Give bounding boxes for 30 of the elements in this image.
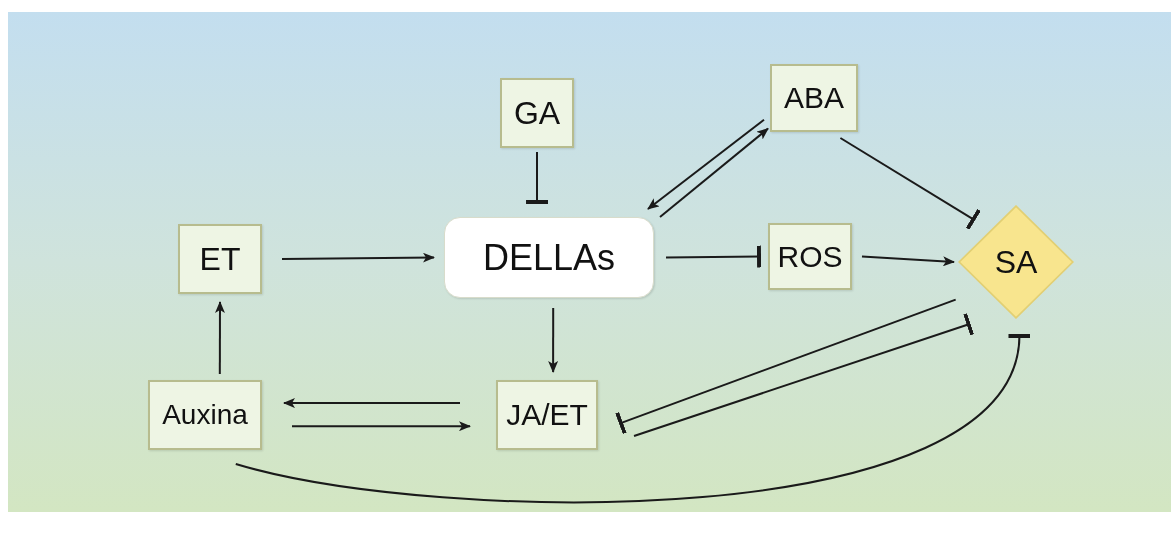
inhibition-line	[839, 137, 981, 230]
node-box	[496, 380, 598, 450]
node-box	[500, 78, 574, 148]
arrow	[291, 421, 471, 432]
node-label: ROS	[777, 239, 843, 274]
arrow	[659, 127, 769, 218]
inhibition-line	[615, 298, 957, 435]
node-label: ET	[199, 240, 241, 278]
arrow	[283, 398, 461, 409]
node-label: DELLAs	[482, 236, 616, 279]
node-box	[178, 224, 262, 294]
node-box	[148, 380, 262, 450]
node-label: ABA	[784, 81, 844, 115]
arrow	[647, 118, 765, 210]
node-label: JA/ET	[506, 398, 588, 432]
inhibition-line	[234, 331, 1031, 503]
node-label: GA	[513, 94, 561, 132]
arrow	[281, 252, 435, 263]
arrow	[861, 255, 955, 267]
diamond-node	[958, 205, 1074, 319]
node-label: SA	[994, 243, 1038, 281]
inhibition-line	[633, 313, 975, 437]
inhibition-line	[665, 245, 762, 268]
arrow	[548, 307, 559, 373]
inhibition-line	[526, 151, 549, 204]
node-box	[770, 64, 858, 132]
rounded-node-box	[444, 217, 654, 298]
arrow	[214, 301, 225, 375]
node-label: Auxina	[162, 399, 248, 431]
node-box	[768, 223, 852, 290]
